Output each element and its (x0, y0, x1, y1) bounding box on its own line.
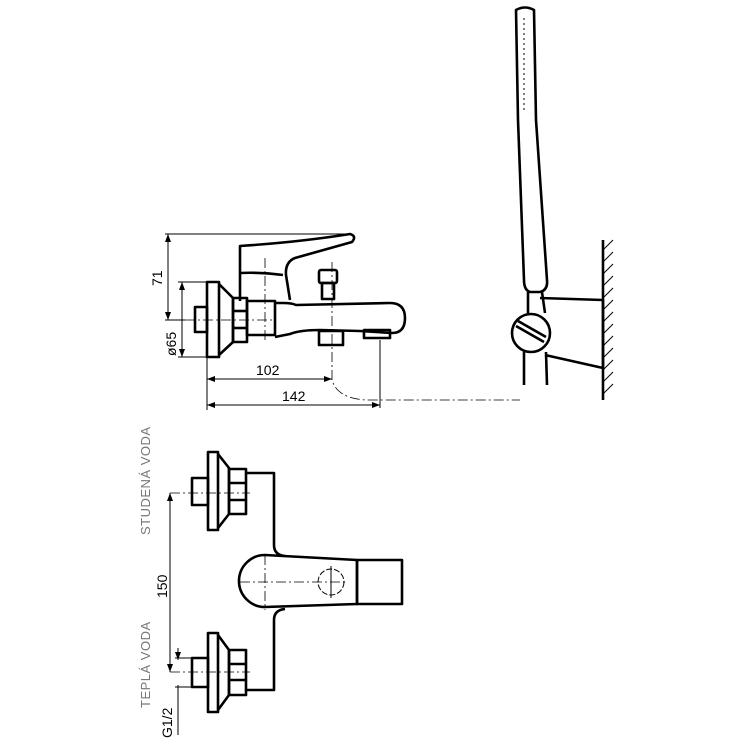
dim-spout-axis: 102 (256, 362, 280, 378)
wall-hatch (602, 239, 614, 395)
dim-thread: G1/2 (159, 707, 175, 738)
front-dimensions: 150 G1/2 STUDENÁ VODA TEPLÁ VODA (138, 426, 192, 738)
dim-inlet-spacing: 150 (154, 574, 170, 598)
hand-shower (510, 6, 614, 400)
side-dimensions: 71 ø65 102 142 (149, 233, 380, 410)
dim-height: 71 (149, 270, 165, 286)
dim-overall-length: 142 (282, 388, 306, 404)
side-view-mixer (185, 232, 520, 408)
front-view-mixer (170, 450, 404, 714)
dim-diameter: ø65 (163, 332, 179, 356)
label-hot-water: TEPLÁ VODA (138, 621, 153, 708)
label-cold-water: STUDENÁ VODA (138, 426, 153, 535)
